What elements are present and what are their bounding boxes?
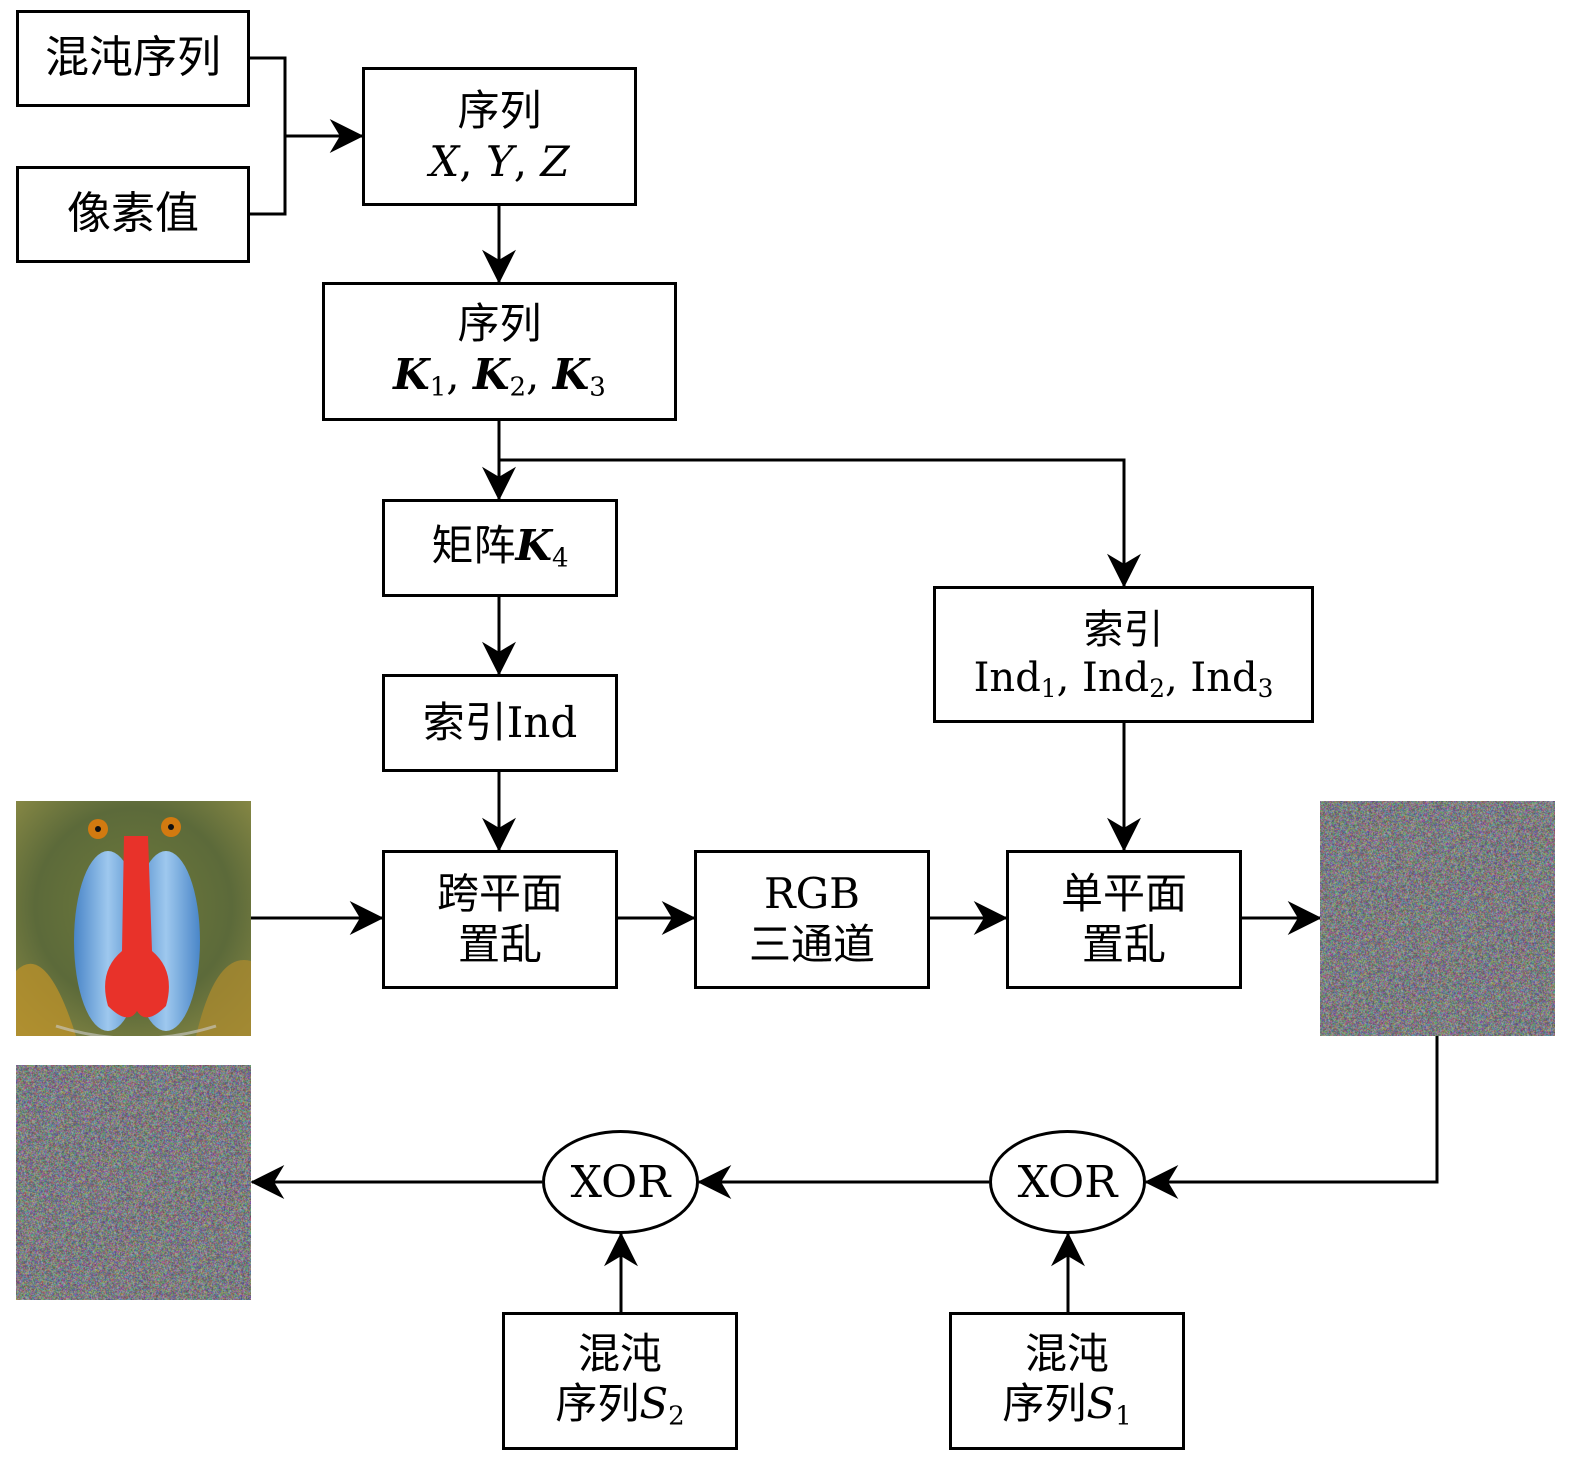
- sequence-k123-vars: K1, K2, K3: [393, 349, 606, 403]
- ind-base: Ind: [973, 654, 1041, 701]
- xor-right-node: XOR: [989, 1130, 1146, 1234]
- index-ind-label: 索引Ind: [422, 697, 578, 747]
- edge-pixel-value: [250, 136, 287, 216]
- matrix-k4-label: 矩阵K4: [431, 521, 568, 575]
- index-ind123-box: 索引 Ind1, Ind2, Ind3: [933, 586, 1314, 723]
- k-sub-2: 2: [509, 372, 527, 403]
- mandrill-image: [16, 801, 251, 1036]
- cross-plane-line1: 跨平面: [436, 869, 563, 919]
- k-sub-3: 3: [589, 372, 606, 403]
- var-z: Z: [540, 136, 570, 186]
- xor-left-label: XOR: [570, 1156, 671, 1208]
- chaos-s2-box: 混沌 序列S2: [502, 1312, 738, 1450]
- rgb-channels-box: RGB 三通道: [694, 850, 930, 989]
- chaos-s2-line1: 混沌: [577, 1328, 662, 1378]
- var-x: X: [429, 136, 460, 186]
- ind-base: Ind: [1082, 654, 1150, 701]
- rgb-line1: RGB: [763, 869, 861, 919]
- cross-plane-line2: 置乱: [457, 919, 542, 969]
- pixel-value-box: 像素值: [16, 166, 250, 263]
- single-plane-line1: 单平面: [1060, 869, 1187, 919]
- scrambled-noise-image: [1320, 801, 1555, 1036]
- xor-left-node: XOR: [542, 1130, 699, 1234]
- index-ind-box: 索引Ind: [382, 674, 618, 772]
- edge-chaos-seq: [250, 56, 287, 136]
- matrix-k4-box: 矩阵K4: [382, 499, 618, 597]
- chaos-s2-prefix: 序列: [555, 1379, 640, 1429]
- encrypted-noise-image: [16, 1065, 251, 1300]
- matrix-prefix: 矩阵: [431, 521, 516, 571]
- single-plane-line2: 置乱: [1081, 919, 1166, 969]
- s-symbol: S: [1086, 1379, 1116, 1429]
- sequence-xyz-vars: X, Y, Z: [429, 136, 570, 186]
- k-symbol: K: [393, 349, 430, 399]
- sequence-k123-box: 序列 K1, K2, K3: [322, 282, 677, 421]
- s-sub-1: 1: [1115, 1401, 1132, 1432]
- chaos-s1-prefix: 序列: [1002, 1379, 1087, 1429]
- chaos-sequence-box: 混沌序列: [16, 10, 250, 107]
- s-symbol: S: [639, 1379, 669, 1429]
- edge-split-to-ind123: [499, 458, 1141, 588]
- rgb-line2: 三通道: [748, 919, 875, 969]
- edge-scrambled-to-xor-right: [1144, 1036, 1439, 1199]
- sequence-xyz-box: 序列 X, Y, Z: [362, 67, 637, 206]
- ind-sub-3: 3: [1257, 673, 1274, 703]
- index-ind123-title: 索引: [1083, 606, 1164, 653]
- index-ind123-vars: Ind1, Ind2, Ind3: [973, 654, 1274, 703]
- chaos-sequence-label: 混沌序列: [45, 32, 221, 84]
- sequence-k123-title: 序列: [457, 299, 542, 349]
- k-symbol: K: [552, 349, 590, 399]
- var-y: Y: [485, 136, 514, 186]
- chaos-s1-box: 混沌 序列S1: [949, 1312, 1185, 1450]
- pixel-value-label: 像素值: [67, 188, 199, 240]
- sequence-xyz-title: 序列: [457, 86, 542, 136]
- chaos-s2-line2: 序列S2: [555, 1379, 684, 1433]
- k-sub-1: 1: [429, 372, 447, 403]
- xor-right-label: XOR: [1017, 1156, 1118, 1208]
- single-plane-scramble-box: 单平面 置乱: [1006, 850, 1242, 989]
- s-sub-2: 2: [668, 1401, 685, 1432]
- cross-plane-scramble-box: 跨平面 置乱: [382, 850, 618, 989]
- k-symbol: K: [472, 349, 510, 399]
- chaos-s1-line2: 序列S1: [1002, 1379, 1131, 1433]
- ind-base: Ind: [1190, 654, 1258, 701]
- ind-sub-1: 1: [1040, 673, 1057, 703]
- chaos-s1-line1: 混沌: [1024, 1328, 1109, 1378]
- k-symbol: K: [515, 521, 552, 571]
- k-sub-4: 4: [551, 543, 569, 574]
- ind-sub-2: 2: [1149, 673, 1165, 703]
